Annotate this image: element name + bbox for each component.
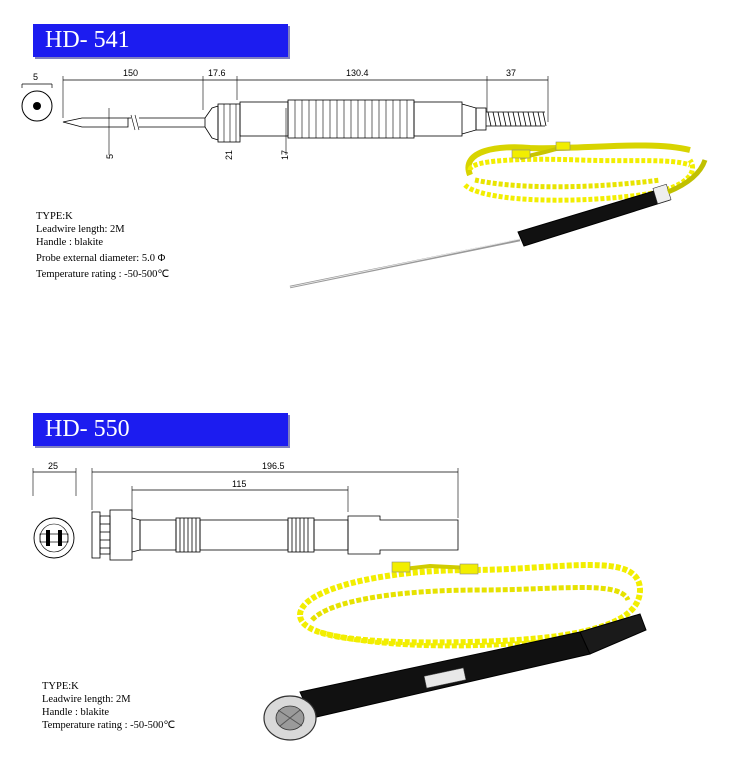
probe-collar bbox=[204, 105, 219, 141]
plug-end-view-circle bbox=[33, 517, 75, 559]
probe-end-view-circle bbox=[21, 90, 53, 122]
hd550-side-view bbox=[91, 509, 459, 561]
spec-temperature-rating: Temperature rating : -50-500℃ bbox=[42, 720, 176, 731]
spec-type: TYPE:K bbox=[36, 211, 73, 222]
spec-leadwire-length: Leadwire length: 2M bbox=[36, 224, 125, 235]
hd550-technical-drawing: 25 196.5 115 bbox=[32, 461, 647, 741]
hd541-spec-block: TYPE:K Leadwire length: 2M Handle : blak… bbox=[36, 210, 169, 281]
hd550-spec-block: TYPE:K Leadwire length: 2M Handle : blak… bbox=[42, 680, 175, 732]
spec-handle: Handle : blakite bbox=[36, 237, 104, 248]
product-section-hd541: HD- 541 5 150 17.6 130.4 37 5 21 bbox=[0, 0, 744, 390]
dim-probe-diameter: 5 bbox=[105, 154, 115, 159]
dim-overall-length: 196.5 bbox=[262, 461, 285, 471]
dim-inner-length: 115 bbox=[232, 479, 246, 489]
hd541-technical-drawing: 5 150 17.6 130.4 37 5 21 17 bbox=[21, 68, 708, 289]
spec-type: TYPE:K bbox=[42, 681, 79, 692]
dim-handle-length: 130.4 bbox=[346, 68, 369, 78]
dim-probe-length: 150 bbox=[123, 68, 138, 78]
spec-leadwire-length: Leadwire length: 2M bbox=[42, 694, 131, 705]
dim-head-width: 25 bbox=[48, 461, 58, 471]
dim-collar-diameter: 21 bbox=[224, 150, 234, 160]
model-title-banner: HD- 550 bbox=[33, 413, 288, 446]
probe-tip-shape bbox=[62, 117, 129, 128]
handle-rear bbox=[413, 101, 463, 137]
probe-end-view-dot bbox=[33, 102, 41, 110]
dim-cable-end-length: 37 bbox=[506, 68, 516, 78]
handle-front bbox=[239, 101, 289, 137]
spec-probe-diameter: Probe external diameter: 5.0 Φ bbox=[36, 253, 166, 264]
spec-handle: Handle : blakite bbox=[42, 707, 110, 718]
handle-grip-ribs bbox=[287, 99, 415, 139]
model-title-banner: HD- 541 bbox=[33, 24, 288, 57]
hd550-product-photo bbox=[263, 561, 647, 741]
dim-head-diameter: 5 bbox=[33, 72, 38, 82]
spec-temperature-rating: Temperature rating : -50-500℃ bbox=[36, 269, 170, 280]
hd541-product-photo bbox=[289, 141, 708, 289]
dim-handle-diameter: 17 bbox=[280, 150, 290, 160]
cable-strain-spring bbox=[486, 111, 547, 127]
product-section-hd550: HD- 550 25 196.5 115 bbox=[0, 400, 744, 782]
dim-collar-length: 17.6 bbox=[208, 68, 226, 78]
